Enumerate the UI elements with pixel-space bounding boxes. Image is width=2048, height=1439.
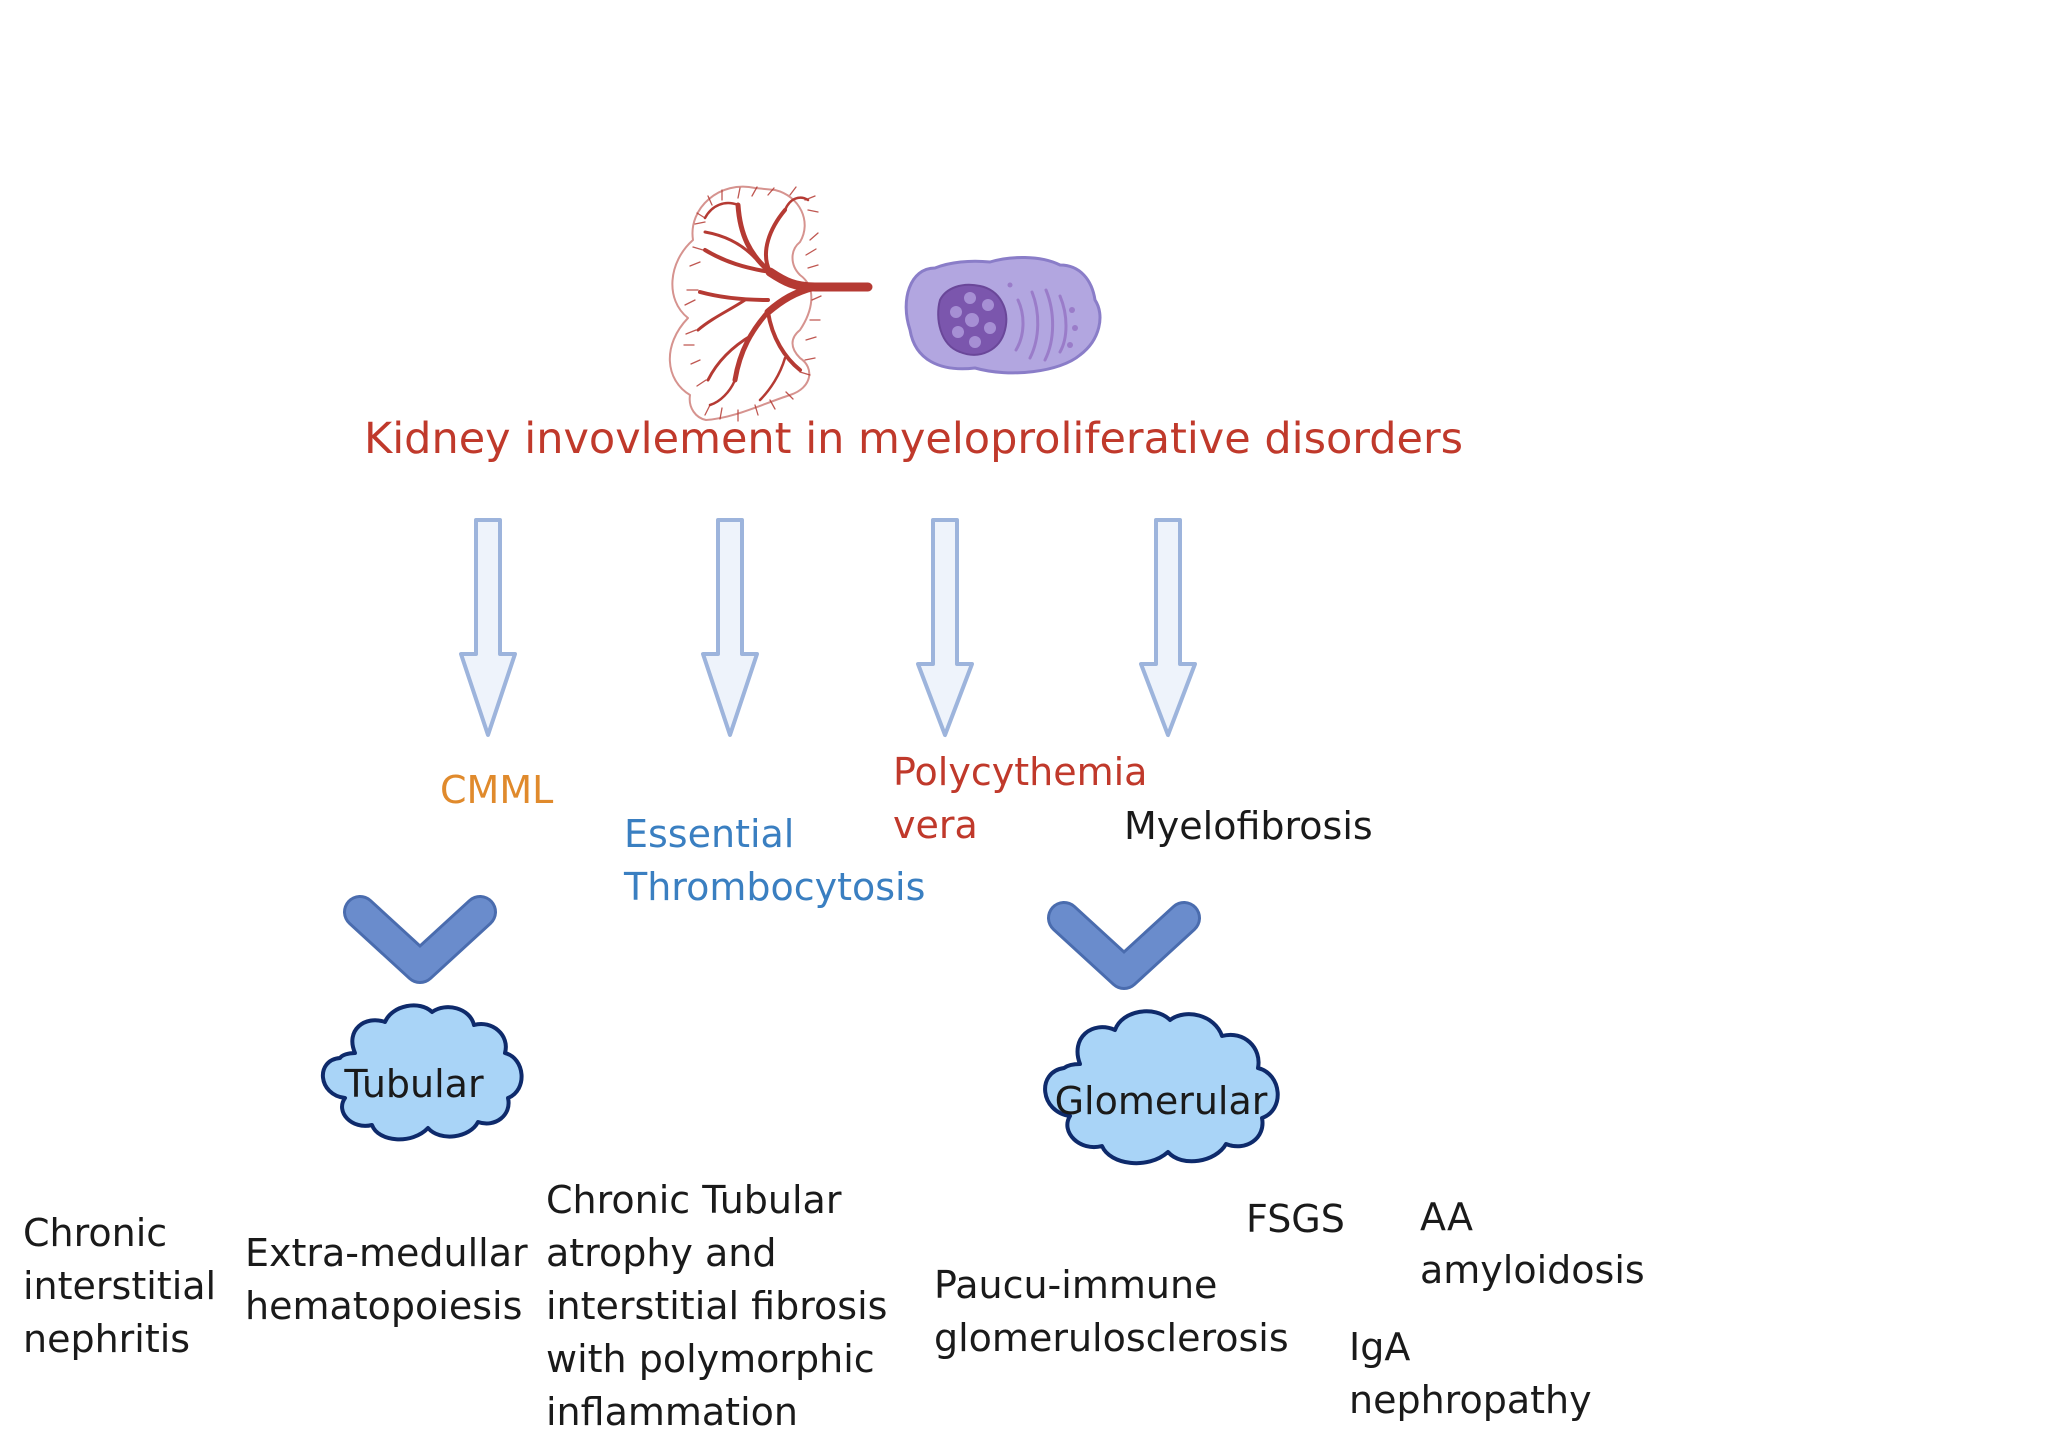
down-arrow-icon [701, 518, 759, 737]
megakaryocyte-cell-icon [904, 255, 1102, 375]
item-iga-nephropathy: IgA nephropathy [1349, 1325, 1592, 1422]
label-glomerular: Glomerular [1054, 1079, 1268, 1123]
item-pauci-immune-glomerulosclerosis: Paucu-immune glomerulosclerosis [934, 1263, 1289, 1360]
kidney-vessel-icon [668, 185, 873, 422]
chevron-down-icon [1047, 901, 1201, 990]
item-chronic-tubular-atrophy: Chronic Tubular atrophy and interstitial… [546, 1178, 888, 1434]
item-extramedullar-hematopoiesis: Extra-medullar hematopoiesis [245, 1231, 528, 1328]
label-myelofibrosis: Myelofibrosis [1124, 804, 1373, 848]
down-arrow-icon [459, 518, 517, 737]
item-aa-amyloidosis: AA amyloidosis [1420, 1195, 1645, 1292]
item-chronic-interstitial-nephritis: Chronic interstitial nephritis [23, 1211, 217, 1361]
item-fsgs: FSGS [1246, 1197, 1345, 1241]
label-cmml: CMML [440, 768, 554, 812]
label-polycythemia-vera: Polycythemia vera [893, 750, 1148, 847]
diagram-title: Kidney invovlement in myeloproliferative… [364, 414, 1464, 464]
glomerular-cloud-icon [1043, 1009, 1280, 1166]
down-arrow-icon [1139, 518, 1197, 737]
label-essential-thrombocytosis: Essential Thrombocytosis [624, 812, 926, 909]
down-arrow-icon [916, 518, 974, 737]
tubular-cloud-icon [321, 1003, 524, 1142]
label-tubular: Tubular [344, 1062, 484, 1106]
chevron-down-icon [343, 895, 497, 984]
